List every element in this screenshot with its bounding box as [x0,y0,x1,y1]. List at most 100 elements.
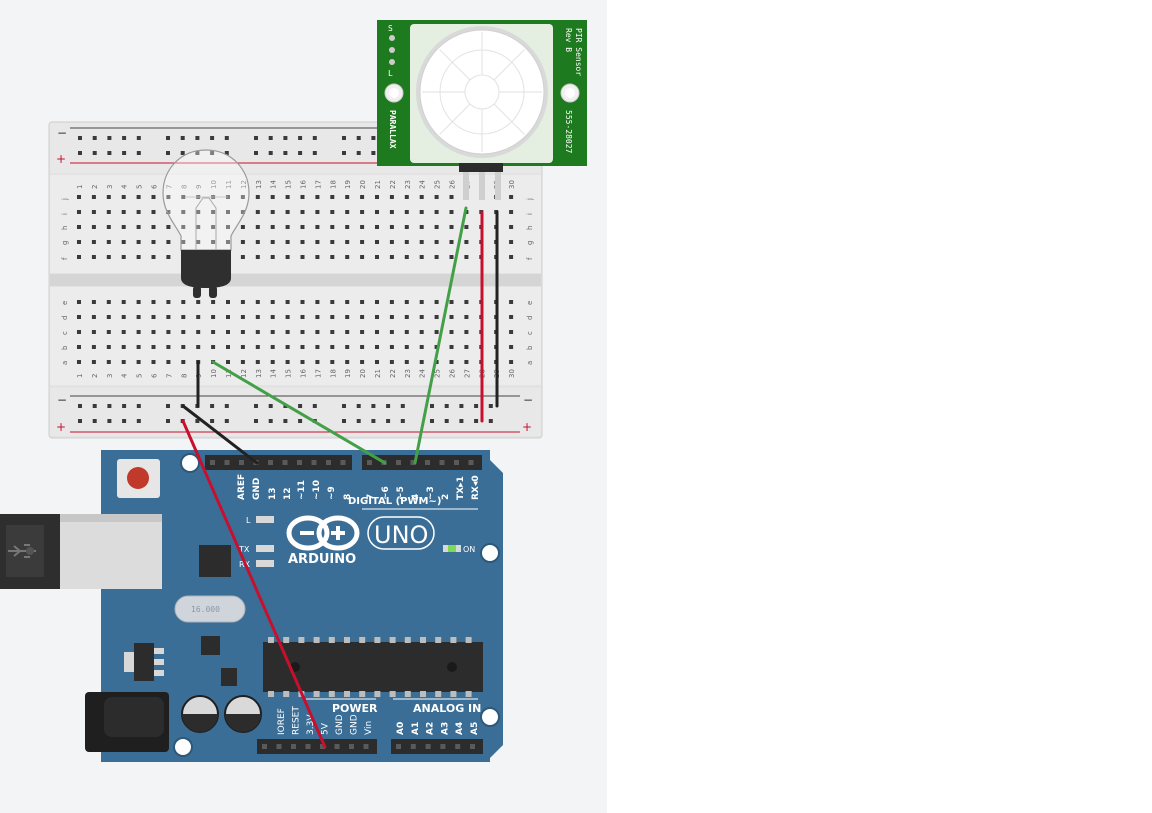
breadboard-hole[interactable] [375,255,379,259]
breadboard-hole[interactable] [121,195,126,199]
breadboard-hole[interactable] [136,210,141,214]
rail-hole[interactable] [474,404,479,408]
digital-header-right[interactable] [362,455,482,470]
rail-hole[interactable] [356,136,361,140]
rail-hole[interactable] [283,419,288,423]
breadboard-hole[interactable] [434,255,439,259]
breadboard-hole[interactable] [166,240,171,244]
breadboard-hole[interactable] [151,195,156,199]
analog-header[interactable] [391,739,483,754]
breadboard-hole[interactable] [345,315,350,319]
breadboard-hole[interactable] [345,195,350,199]
breadboard-hole[interactable] [375,345,379,349]
breadboard-hole[interactable] [106,315,111,319]
breadboard-hole[interactable] [449,255,454,259]
breadboard-hole[interactable] [166,360,171,364]
breadboard-hole[interactable] [449,210,454,214]
breadboard-hole[interactable] [211,315,216,319]
breadboard-hole[interactable] [136,225,141,229]
breadboard-hole[interactable] [375,315,379,319]
breadboard-hole[interactable] [106,345,111,349]
breadboard-hole[interactable] [404,195,409,199]
breadboard-hole[interactable] [330,300,335,304]
breadboard-hole[interactable] [240,210,245,214]
breadboard-hole[interactable] [77,240,81,244]
breadboard-hole[interactable] [345,345,350,349]
breadboard-hole[interactable] [106,240,111,244]
rail-hole[interactable] [166,404,170,408]
breadboard-hole[interactable] [121,315,126,319]
breadboard-hole[interactable] [419,330,424,334]
breadboard-hole[interactable] [106,300,111,304]
rail-hole[interactable] [268,151,273,155]
breadboard-hole[interactable] [509,210,514,214]
breadboard-hole[interactable] [449,345,454,349]
breadboard-hole[interactable] [106,225,111,229]
breadboard-hole[interactable] [300,300,305,304]
digital-header-left[interactable] [205,455,352,470]
breadboard-hole[interactable] [136,240,141,244]
header-pin[interactable] [455,744,461,749]
breadboard-hole[interactable] [121,345,126,349]
rail-hole[interactable] [268,136,273,140]
breadboard-hole[interactable] [360,255,365,259]
rail-hole[interactable] [342,404,346,408]
breadboard-hole[interactable] [226,210,230,214]
breadboard-hole[interactable] [404,225,409,229]
breadboard-hole[interactable] [449,225,454,229]
rail-hole[interactable] [356,419,361,423]
header-pin[interactable] [291,744,296,749]
breadboard-hole[interactable] [91,255,96,259]
breadboard-hole[interactable] [181,210,186,214]
breadboard-hole[interactable] [91,315,96,319]
breadboard-hole[interactable] [285,225,290,229]
rail-hole[interactable] [195,151,200,155]
breadboard-hole[interactable] [509,240,514,244]
light-bulb[interactable] [162,149,250,298]
breadboard-hole[interactable] [77,315,81,319]
breadboard-hole[interactable] [121,210,126,214]
breadboard-hole[interactable] [211,240,216,244]
breadboard-hole[interactable] [509,255,514,259]
rail-hole[interactable] [298,404,303,408]
breadboard-hole[interactable] [345,300,350,304]
breadboard-hole[interactable] [77,210,81,214]
rail-hole[interactable] [210,151,215,155]
breadboard-hole[interactable] [166,195,171,199]
wire-signal-bulb-to-pin6[interactable] [211,360,387,465]
breadboard-hole[interactable] [91,240,96,244]
breadboard-hole[interactable] [464,315,469,319]
header-pin[interactable] [425,460,430,465]
breadboard-hole[interactable] [330,195,335,199]
breadboard-hole[interactable] [226,360,230,364]
breadboard-hole[interactable] [240,315,245,319]
power-header[interactable] [257,739,377,754]
header-pin[interactable] [410,744,416,749]
breadboard-hole[interactable] [91,330,96,334]
breadboard-hole[interactable] [389,315,394,319]
rail-hole[interactable] [254,419,258,423]
header-pin[interactable] [470,744,475,749]
rail-hole[interactable] [298,419,303,423]
breadboard-hole[interactable] [434,315,439,319]
breadboard-hole[interactable] [270,330,275,334]
breadboard-hole[interactable] [270,195,275,199]
breadboard-hole[interactable] [270,210,275,214]
breadboard-hole[interactable] [285,210,290,214]
breadboard-hole[interactable] [434,195,439,199]
rail-hole[interactable] [254,136,258,140]
rail-hole[interactable] [180,151,185,155]
header-pin[interactable] [268,460,273,465]
rail-hole[interactable] [371,419,376,423]
rail-hole[interactable] [371,151,376,155]
breadboard-hole[interactable] [77,225,81,229]
breadboard-hole[interactable] [315,330,320,334]
rail-hole[interactable] [254,151,258,155]
rail-hole[interactable] [444,419,449,423]
breadboard-hole[interactable] [300,345,305,349]
breadboard-hole[interactable] [91,195,96,199]
breadboard-hole[interactable] [464,360,469,364]
breadboard-hole[interactable] [136,315,141,319]
breadboard-hole[interactable] [464,225,469,229]
breadboard-hole[interactable] [345,330,350,334]
